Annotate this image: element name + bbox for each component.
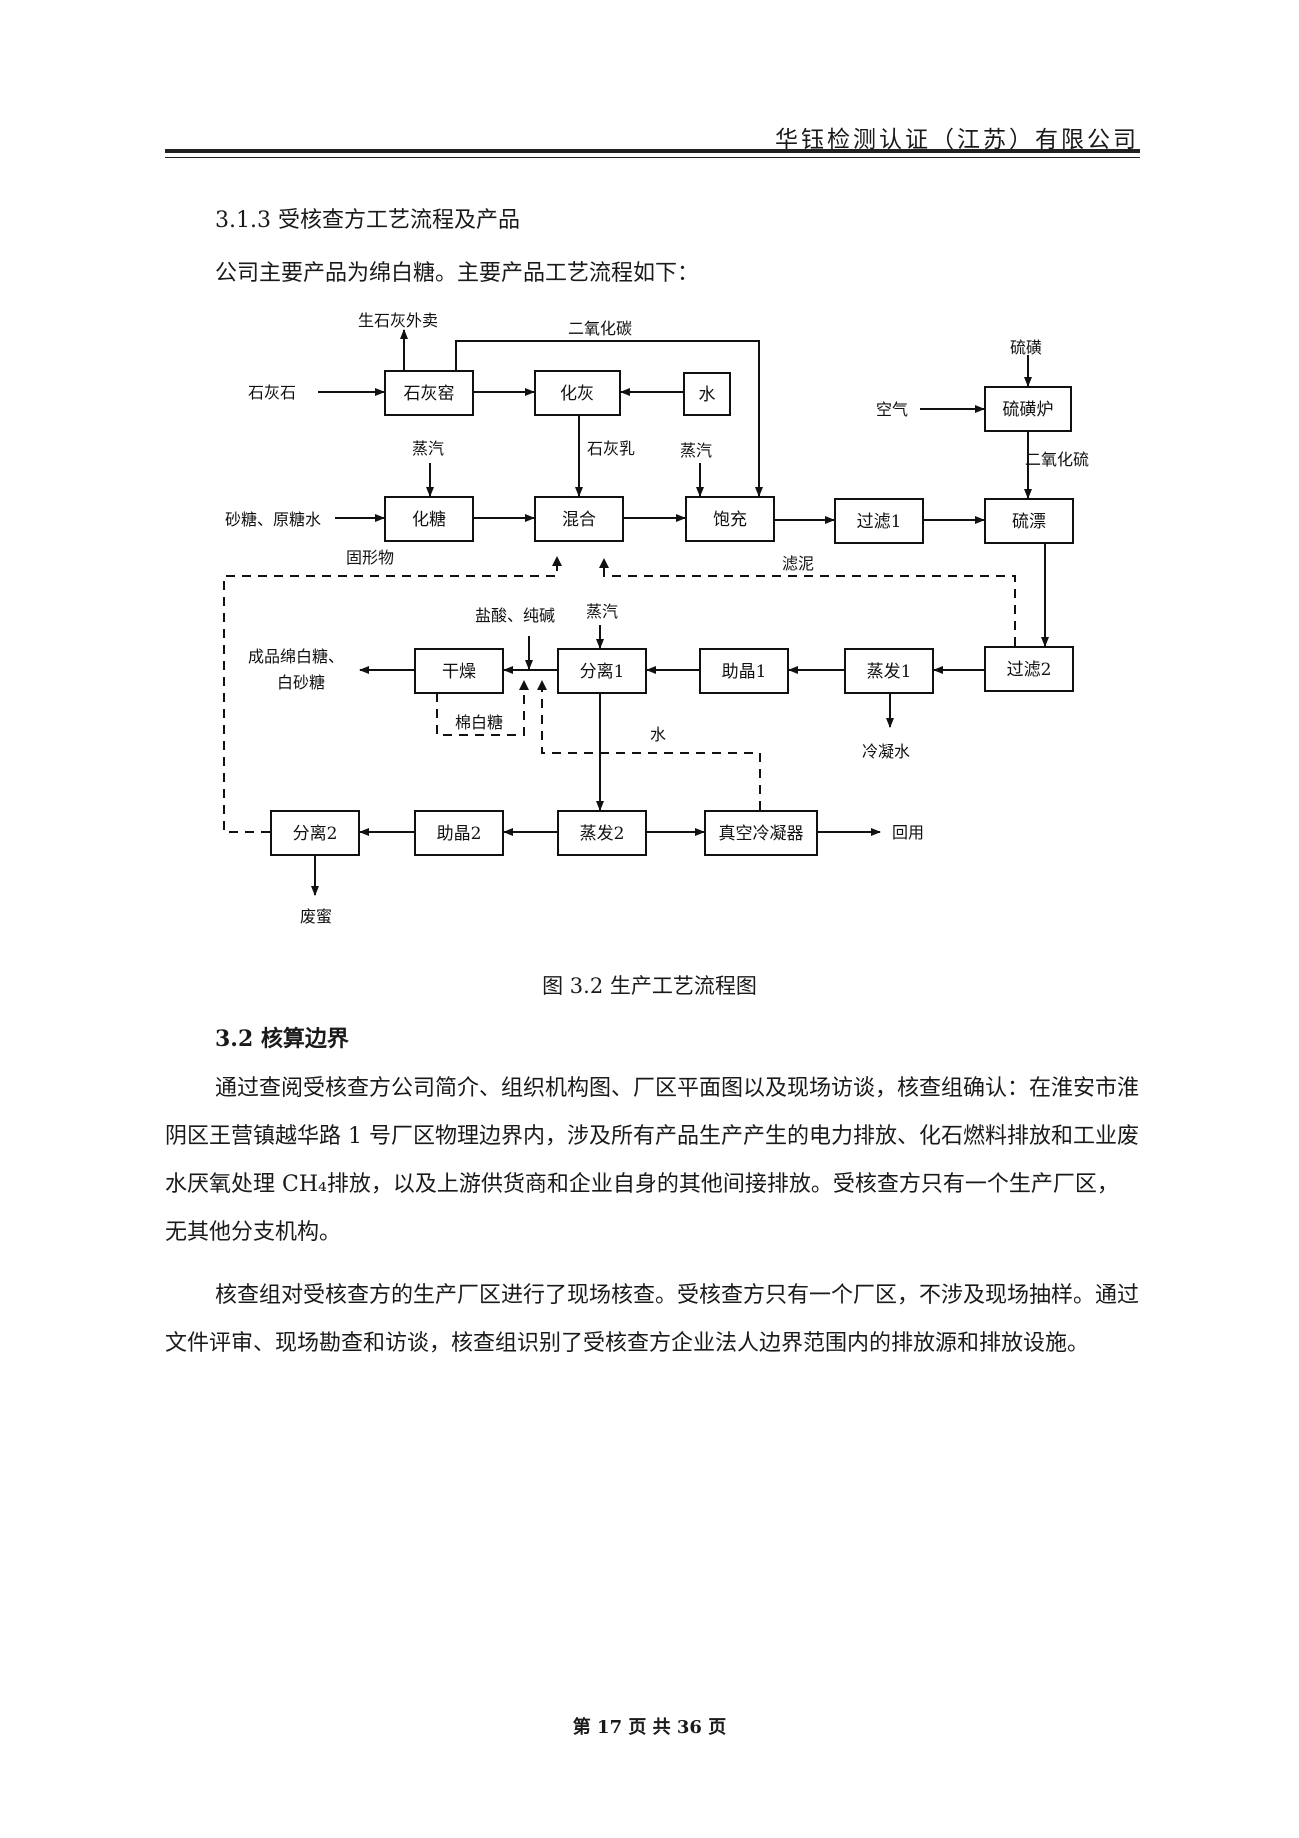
box-filter2 <box>984 646 1074 692</box>
section-heading: 3.2 核算边界 <box>215 1026 349 1052</box>
box-label-filter2: 过滤2 <box>1007 660 1052 680</box>
label-co2: 二氧化碳 <box>568 319 632 338</box>
label-soft-sugar: 棉白糖 <box>455 713 503 732</box>
page-number: 第 17 页 共 36 页 <box>572 1717 727 1738</box>
label-quicklime-sold: 生石灰外卖 <box>358 311 438 330</box>
label-so2: 二氧化硫 <box>1025 450 1089 469</box>
label-steam2: 蒸汽 <box>680 441 712 460</box>
box-limekiln <box>384 370 474 416</box>
box-label-vacuum-condenser: 真空冷凝器 <box>719 824 804 844</box>
section-title: 3.1.3 受核查方工艺流程及产品 <box>215 208 520 233</box>
label-acid-soda: 盐酸、纯碱 <box>475 606 555 625</box>
box-sulfitation <box>984 498 1074 544</box>
box-evap2 <box>557 810 647 856</box>
label-lime-milk: 石灰乳 <box>587 439 635 458</box>
box-label-limekiln: 石灰窑 <box>404 384 455 404</box>
box-label-carbonation: 饱充 <box>713 510 747 530</box>
box-carbonation <box>685 496 775 542</box>
label-sulfur: 硫磺 <box>1010 338 1042 357</box>
box-label-centrifuge1: 分离1 <box>580 662 625 682</box>
label-mud: 滤泥 <box>782 554 814 573</box>
box-filter1 <box>834 498 924 544</box>
process-flowchart: 石灰窑 化灰 水 硫磺炉 化糖 混合 饱充 过滤1 硫漂 干燥 分离1 助晶1 … <box>223 311 1089 926</box>
box-label-mixing: 混合 <box>562 510 596 530</box>
paragraph-2: 核查组对受核查方的生产厂区进行了现场核查。受核查方只有一个厂区，不涉及现场抽样。… <box>165 1283 1140 1356</box>
box-label-drying: 干燥 <box>442 662 476 682</box>
label-raw-sugar: 砂糖、原糖水 <box>225 510 321 529</box>
dashed-centrifuge2-return <box>223 558 558 833</box>
dashed-water-return <box>541 688 761 810</box>
label-steam1: 蒸汽 <box>412 439 444 458</box>
box-sulfur-furnace <box>984 386 1072 432</box>
box-label-centrifuge2: 分离2 <box>293 824 338 844</box>
label-limestone: 石灰石 <box>248 383 296 402</box>
intro-text: 公司主要产品为绵白糖。主要产品工艺流程如下： <box>215 261 700 286</box>
label-molasses: 废蜜 <box>300 907 332 926</box>
header-rule <box>165 149 1140 153</box>
box-label-melt-sugar: 化糖 <box>412 510 446 530</box>
box-label-slaking: 化灰 <box>560 384 594 404</box>
label-steam3: 蒸汽 <box>586 602 618 621</box>
box-label-evap2: 蒸发2 <box>580 824 625 844</box>
label-solids: 固形物 <box>346 548 394 567</box>
box-mixing <box>534 496 624 542</box>
paragraph-1: 通过查阅受核查方公司简介、组织机构图、厂区平面图以及现场访谈，核查组确认：在淮安… <box>165 1076 1140 1245</box>
label-air: 空气 <box>876 400 908 419</box>
label-condensate: 冷凝水 <box>862 742 910 761</box>
label-product-line2: 白砂糖 <box>277 673 325 692</box>
box-label-sulfur-furnace: 硫磺炉 <box>1003 400 1054 420</box>
header-rule-thin <box>165 157 1140 158</box>
box-label-filter1: 过滤1 <box>857 512 902 532</box>
box-vacuum-condenser <box>704 810 818 856</box>
label-product-line1: 成品绵白糖、 <box>248 647 344 666</box>
header-company: 华钰检测认证（江苏）有限公司 <box>775 127 1139 153</box>
box-label-water: 水 <box>699 385 716 405</box>
figure-caption: 图 3.2 生产工艺流程图 <box>542 974 757 998</box>
box-label-crystal1: 助晶1 <box>722 662 767 682</box>
arrow-co2-carbonation <box>455 340 763 497</box>
box-water <box>683 372 731 416</box>
box-melt-sugar <box>384 496 474 542</box>
box-label-sulfitation: 硫漂 <box>1012 512 1046 532</box>
box-label-evap1: 蒸发1 <box>867 662 912 682</box>
box-label-crystal2: 助晶2 <box>437 824 482 844</box>
label-reuse: 回用 <box>892 823 924 842</box>
label-water: 水 <box>650 725 666 744</box>
dashed-soft-sugar-loop <box>436 688 525 736</box>
